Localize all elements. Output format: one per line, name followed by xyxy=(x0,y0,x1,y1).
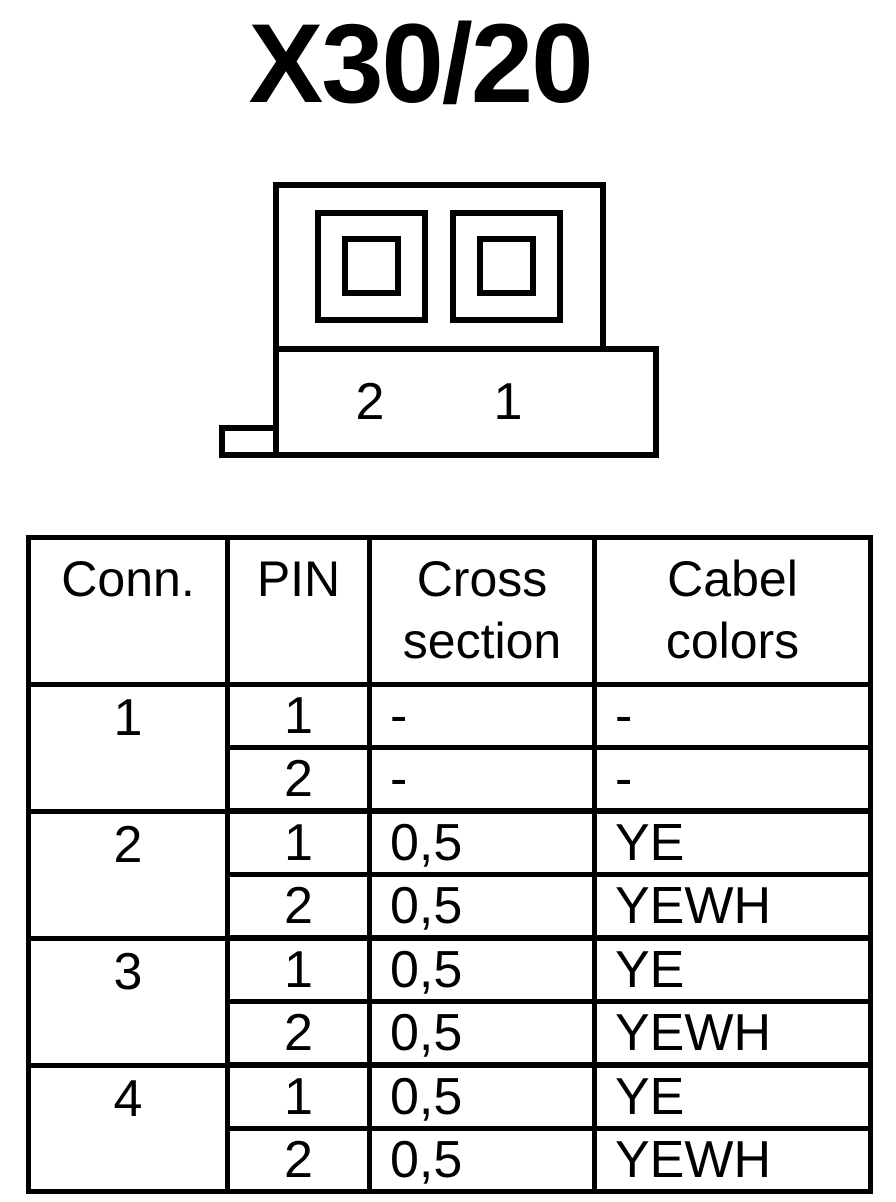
pin-cell: 2 xyxy=(225,872,372,941)
pin-2-contact xyxy=(342,236,401,296)
cross-section-cell: 0,5 xyxy=(367,1126,597,1194)
cross-section-cell: 0,5 xyxy=(367,999,597,1068)
header-conn: Conn. xyxy=(26,535,230,687)
cable-color-cell: - xyxy=(592,682,873,750)
connector-housing-top xyxy=(273,182,606,352)
conn-cell: 1 xyxy=(26,682,230,814)
conn-cell: 4 xyxy=(26,1062,230,1194)
cable-color-cell: YEWH xyxy=(592,1126,873,1194)
table-row: 2 - - xyxy=(29,745,873,814)
table-row: 1 1 - - xyxy=(26,682,873,814)
cable-color-cell: YEWH xyxy=(592,872,873,941)
pin-cell: 1 xyxy=(225,682,372,750)
connector-diagram: 2 1 xyxy=(219,182,659,458)
cross-section-cell: 0,5 xyxy=(367,1062,597,1131)
connector-latch xyxy=(219,425,279,458)
pin-cell: 1 xyxy=(225,808,372,877)
table-row: 2 1 0,5 YE xyxy=(26,808,873,941)
pin-cell: 2 xyxy=(225,745,372,814)
cross-section-cell: 0,5 xyxy=(367,808,597,877)
cable-color-cell: - xyxy=(592,745,873,814)
table-row: 4 1 0,5 YE xyxy=(26,1062,873,1194)
pin-cell: 2 xyxy=(225,1126,372,1194)
table-row: 2 0,5 YEWH xyxy=(29,872,873,941)
page-title: X30/20 xyxy=(248,1,594,126)
pin-1-cavity xyxy=(450,210,563,323)
pin-label-2: 2 xyxy=(356,373,385,431)
cross-section-cell: 0,5 xyxy=(367,935,597,1004)
cable-color-cell: YE xyxy=(592,1062,873,1131)
cross-section-cell: 0,5 xyxy=(367,872,597,941)
cable-color-cell: YE xyxy=(592,935,873,1004)
cable-color-cell: YE xyxy=(592,808,873,877)
table-row: 2 0,5 YEWH xyxy=(29,999,873,1068)
table-row: 3 1 0,5 YE xyxy=(26,935,873,1068)
cable-color-cell: YEWH xyxy=(592,999,873,1068)
pin-2-cavity xyxy=(315,210,428,323)
cross-section-cell: - xyxy=(367,745,597,814)
pin-cell: 1 xyxy=(225,935,372,1004)
pin-1-contact xyxy=(477,236,536,296)
table-row: 2 0,5 YEWH xyxy=(29,1126,873,1194)
pin-label-1: 1 xyxy=(494,373,523,431)
conn-cell: 2 xyxy=(26,808,230,941)
connector-body xyxy=(273,346,659,458)
header-pin: PIN xyxy=(225,535,372,687)
pin-cell: 1 xyxy=(225,1062,372,1131)
conn-cell: 3 xyxy=(26,935,230,1068)
cross-section-cell: - xyxy=(367,682,597,750)
pin-cell: 2 xyxy=(225,999,372,1068)
